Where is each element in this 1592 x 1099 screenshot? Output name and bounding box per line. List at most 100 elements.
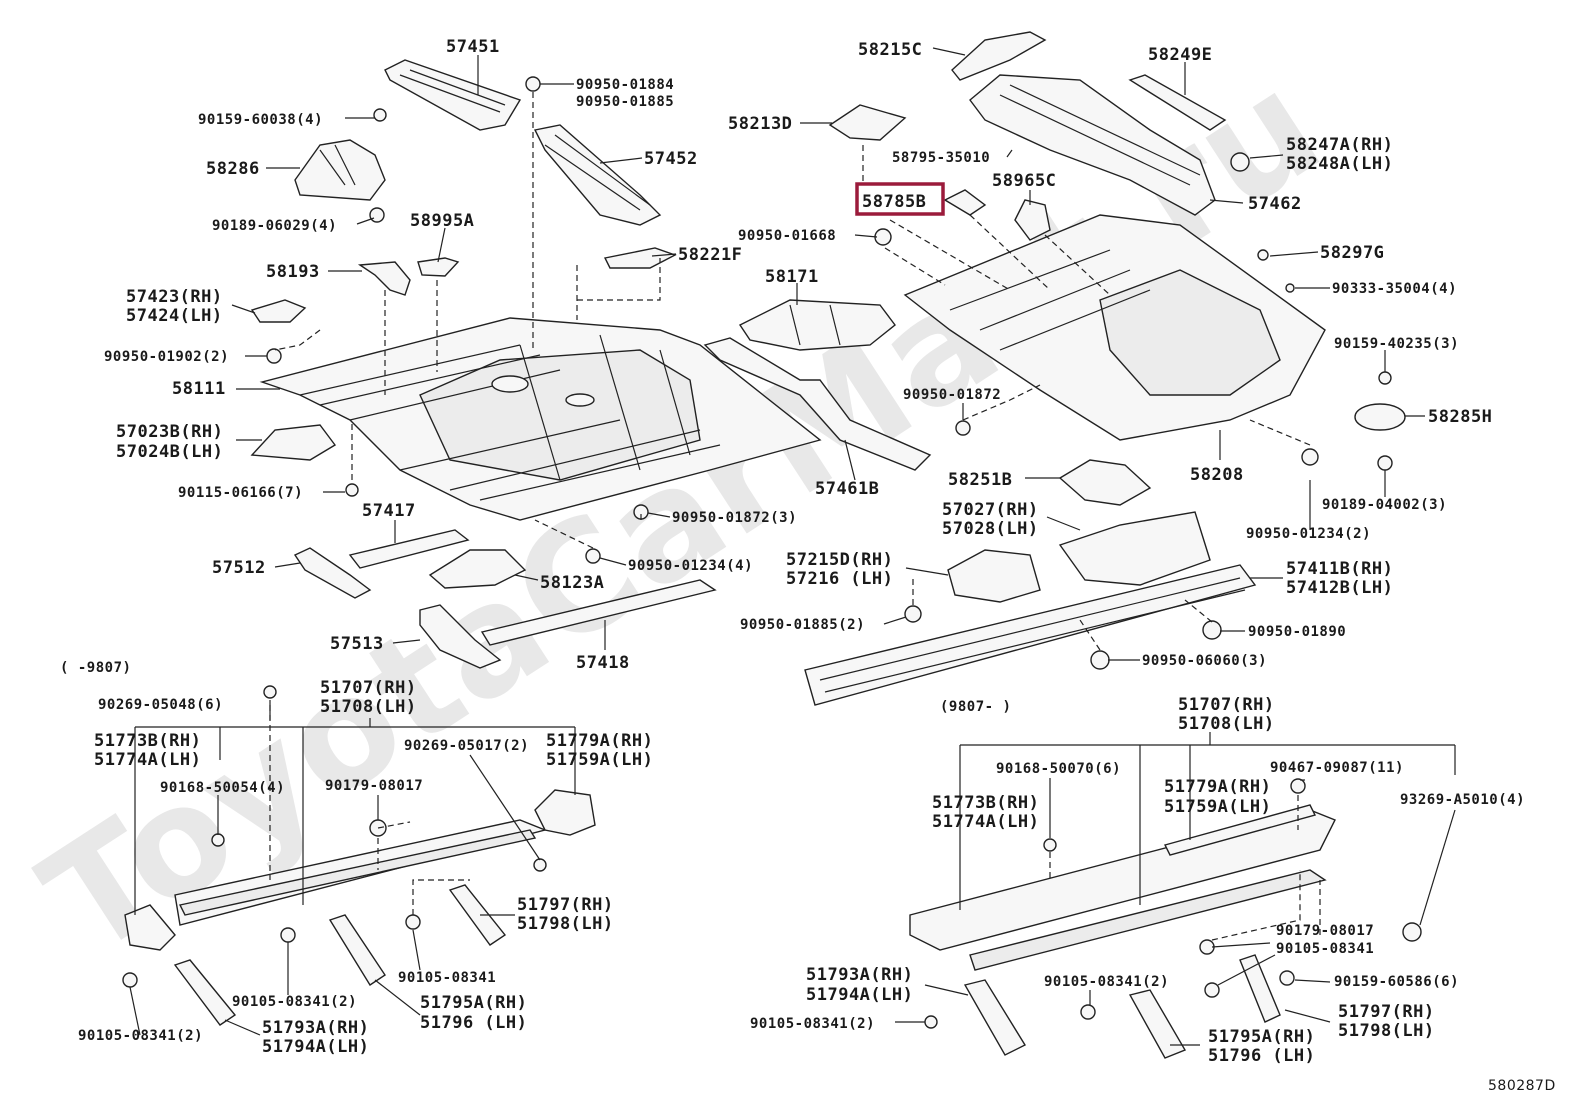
part-58285H xyxy=(1354,403,1406,431)
label-90105-08341-left-b: 90105-08341(2) xyxy=(232,994,357,1010)
part-58286 xyxy=(294,139,386,201)
label-57462: 57462 xyxy=(1248,194,1302,214)
label-90179-08017-right: 90179-08017 xyxy=(1276,923,1374,939)
label-51794A-left: 51794A(LH) xyxy=(262,1037,369,1057)
label-90179-08017-left: 90179-08017 xyxy=(325,778,423,794)
label-51796-left: 51796 (LH) xyxy=(420,1013,527,1033)
label-58297G: 58297G xyxy=(1320,243,1384,263)
label-51707-left: 51707(RH) xyxy=(320,678,417,698)
label-51798-right: 51798(LH) xyxy=(1338,1021,1435,1041)
part-58221F xyxy=(603,247,677,269)
label-51796-right: 51796 (LH) xyxy=(1208,1046,1315,1066)
label-58795-35010: 58795-35010 xyxy=(892,150,990,166)
label-58171: 58171 xyxy=(765,267,819,287)
label-57024B: 57024B(LH) xyxy=(116,442,223,462)
label-90333-35004: 90333-35004(4) xyxy=(1332,281,1457,297)
fastener-clips-left xyxy=(266,76,649,564)
label-57423: 57423(RH) xyxy=(126,287,223,307)
label-51793A-left: 51793A(RH) xyxy=(262,1018,369,1038)
label-51795A-left: 51795A(RH) xyxy=(420,993,527,1013)
label-90950-01872-3: 90950-01872(3) xyxy=(672,510,797,526)
range-label-right: (9807- ) xyxy=(940,699,1011,715)
part-57411B xyxy=(804,564,1257,706)
label-90159-60038: 90159-60038(4) xyxy=(198,112,323,128)
label-58286: 58286 xyxy=(206,159,260,179)
part-57513 xyxy=(419,604,502,669)
part-57215D xyxy=(947,549,1041,603)
dashed-assembly-lines xyxy=(269,92,1321,941)
label-57451: 57451 xyxy=(446,37,500,57)
part-58785B xyxy=(943,189,987,216)
label-51774A-left: 51774A(LH) xyxy=(94,750,201,770)
label-90189-04002: 90189-04002(3) xyxy=(1322,497,1447,513)
label-57424: 57424(LH) xyxy=(126,306,223,326)
part-57423 xyxy=(250,299,307,323)
label-57027: 57027(RH) xyxy=(942,500,1039,520)
label-57452: 57452 xyxy=(644,149,698,169)
part-58208 xyxy=(903,214,1326,441)
label-51708-left: 51708(LH) xyxy=(320,697,417,717)
part-57452 xyxy=(533,124,662,226)
part-57451 xyxy=(384,59,522,131)
label-90950-01885-2: 90950-01885(2) xyxy=(740,617,865,633)
label-58285H: 58285H xyxy=(1428,407,1492,427)
label-51779A-left: 51779A(RH) xyxy=(546,731,653,751)
label-51774A-right: 51774A(LH) xyxy=(932,812,1039,832)
label-58249E: 58249E xyxy=(1148,45,1212,65)
part-58965C xyxy=(1014,199,1051,241)
label-58251B: 58251B xyxy=(948,470,1012,490)
label-58213D: 58213D xyxy=(728,114,792,134)
label-90105-08341-right-c: 90105-08341(2) xyxy=(750,1016,875,1032)
label-51793A-right: 51793A(RH) xyxy=(806,965,913,985)
part-58249E xyxy=(1128,74,1227,131)
part-labels: 57451 90950-01884 90950-01885 90159-6003… xyxy=(60,37,1556,1094)
label-51798-left: 51798(LH) xyxy=(517,914,614,934)
label-51773B-right: 51773B(RH) xyxy=(932,793,1039,813)
part-57023B xyxy=(250,424,337,461)
label-51795A-right: 51795A(RH) xyxy=(1208,1027,1315,1047)
label-90105-08341-right-a: 90105-08341 xyxy=(1276,941,1374,957)
label-90159-40235: 90159-40235(3) xyxy=(1334,336,1459,352)
label-57412B: 57412B(LH) xyxy=(1286,578,1393,598)
part-58215C xyxy=(951,31,1047,81)
label-90105-08341-left-c: 90105-08341(2) xyxy=(78,1028,203,1044)
label-90950-01872: 90950-01872 xyxy=(903,387,1001,403)
label-58995A: 58995A xyxy=(410,211,474,231)
floor-pan-left xyxy=(259,317,822,521)
label-58785B: 58785B xyxy=(862,192,926,212)
label-57411B: 57411B(RH) xyxy=(1286,559,1393,579)
fastener-clips-right xyxy=(874,152,1393,670)
part-57027 xyxy=(1058,511,1211,586)
label-90105-08341-right-b: 90105-08341(2) xyxy=(1044,974,1169,990)
part-58251B xyxy=(1058,459,1152,506)
label-58221F: 58221F xyxy=(678,245,742,265)
leader-lines xyxy=(129,47,1456,1046)
label-90950-01885: 90950-01885 xyxy=(576,94,674,110)
label-58248A: 58248A(LH) xyxy=(1286,154,1393,174)
label-57461B: 57461B xyxy=(815,479,879,499)
label-51794A-right: 51794A(LH) xyxy=(806,985,913,1005)
label-90950-01890: 90950-01890 xyxy=(1248,624,1346,640)
label-57418: 57418 xyxy=(576,653,630,673)
label-57215D: 57215D(RH) xyxy=(786,550,893,570)
label-90269-05048: 90269-05048(6) xyxy=(98,697,223,713)
label-93269-A5010: 93269-A5010(4) xyxy=(1400,792,1525,808)
label-57023B: 57023B(RH) xyxy=(116,422,223,442)
label-90950-01668: 90950-01668 xyxy=(738,228,836,244)
label-57512: 57512 xyxy=(212,558,266,578)
label-90467-09087: 90467-09087(11) xyxy=(1270,760,1404,776)
part-57417 xyxy=(348,529,470,569)
label-90950-01884: 90950-01884 xyxy=(576,77,674,93)
part-58995A xyxy=(417,257,460,277)
diagram-code: 580287D xyxy=(1488,1078,1556,1094)
label-58215C: 58215C xyxy=(858,40,922,60)
label-90950-01234-2: 90950-01234(2) xyxy=(1246,526,1371,542)
label-90168-50054: 90168-50054(4) xyxy=(160,780,285,796)
label-90159-60586: 90159-60586(6) xyxy=(1334,974,1459,990)
label-51779A-right: 51779A(RH) xyxy=(1164,777,1271,797)
label-51773B-left: 51773B(RH) xyxy=(94,731,201,751)
label-90950-06060: 90950-06060(3) xyxy=(1142,653,1267,669)
range-label-left: ( -9807) xyxy=(60,660,131,676)
label-90189-06029: 90189-06029(4) xyxy=(212,218,337,234)
